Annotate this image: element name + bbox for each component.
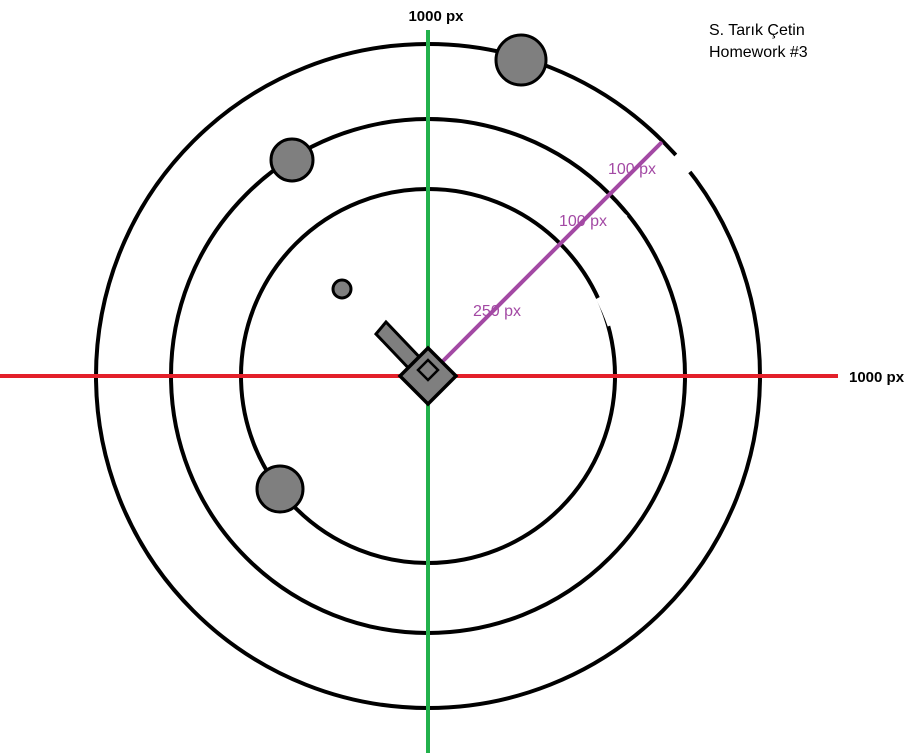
inner-ring-gap: [582, 272, 617, 327]
author-block: S. Tarık Çetin Homework #3: [709, 20, 808, 64]
tank-turret-icon: [373, 319, 459, 407]
radius-label-inner: 250 px: [473, 303, 521, 320]
tank-body: [397, 345, 459, 407]
author-name: S. Tarık Çetin: [709, 22, 805, 39]
radius-label-middle: 100 px: [559, 213, 607, 230]
large-circle-icon: [255, 464, 305, 514]
tank-hatch: [416, 358, 440, 382]
large-circle-icon: [494, 33, 548, 87]
radius-marker-line: [426, 140, 664, 378]
vertical-axis-label: 1000 px: [408, 8, 464, 25]
middle-ring-gap: [603, 200, 652, 247]
radius-label-outer: 100 px: [608, 161, 656, 178]
horizontal-axis-label: 1000 px: [849, 369, 905, 386]
large-circle-icon: [269, 137, 315, 183]
small-circle-icon: [331, 278, 353, 300]
assignment-label: Homework #3: [709, 44, 808, 61]
